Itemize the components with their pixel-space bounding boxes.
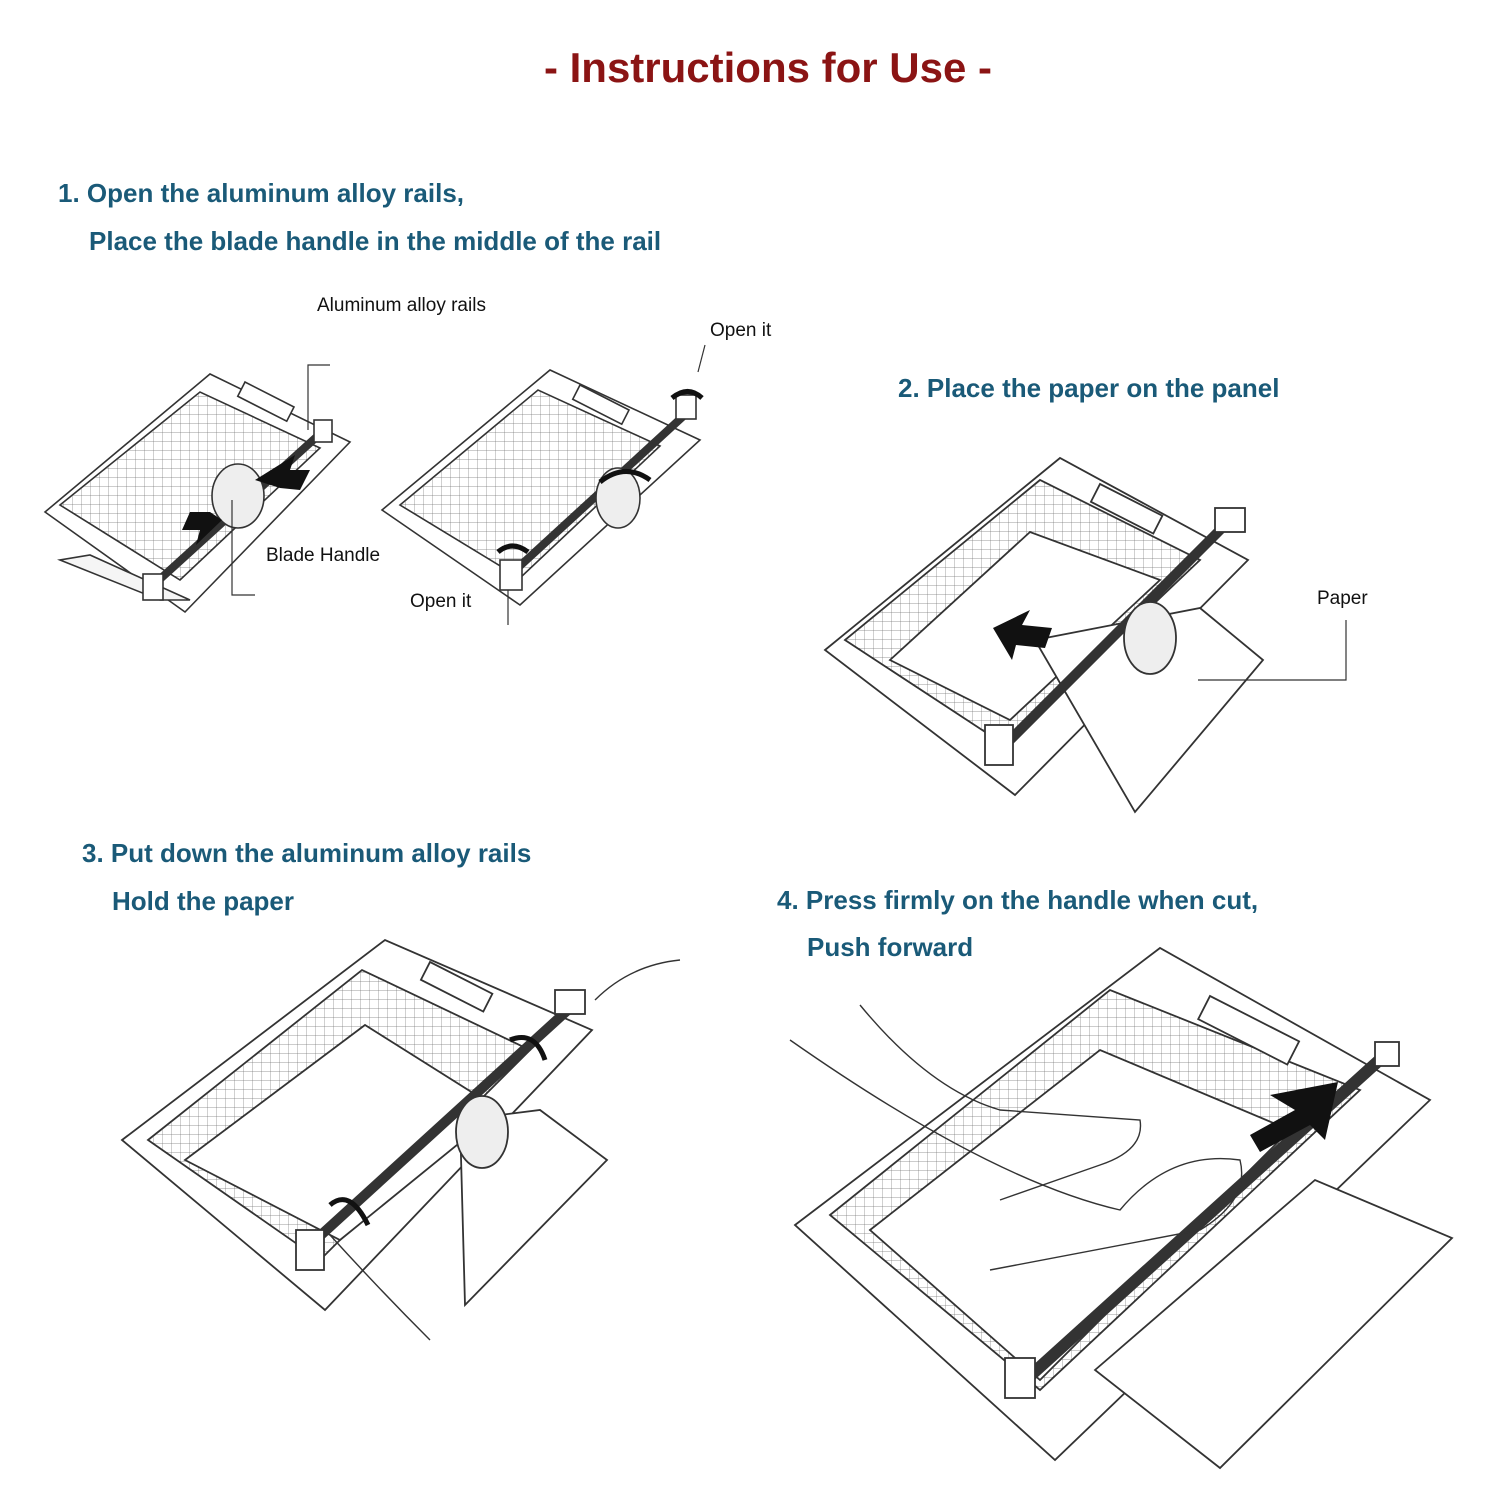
step-3-cutter bbox=[120, 938, 681, 1341]
rotate-arrow-bottom-icon bbox=[496, 543, 530, 555]
step-4-heading-line2: Push forward bbox=[807, 932, 974, 962]
rail-end-cap-bottom bbox=[499, 559, 523, 591]
blade-handle bbox=[595, 467, 641, 529]
rail-end-cap-bottom bbox=[295, 1229, 325, 1271]
cutter-grid bbox=[398, 389, 662, 580]
step-4-cutter bbox=[789, 946, 1454, 1470]
blade-handle bbox=[1123, 601, 1177, 675]
leader-open-top bbox=[697, 344, 706, 373]
step-2-cutter bbox=[823, 456, 1347, 814]
step-3-rotate-arrows bbox=[328, 1035, 548, 1227]
page-title: - Instructions for Use - bbox=[543, 44, 993, 91]
rail-end-cap-bottom bbox=[984, 724, 1014, 766]
callout-open-top: Open it bbox=[710, 320, 772, 341]
rail-end-cap-top bbox=[1374, 1041, 1400, 1067]
step-2-heading: 2. Place the paper on the panel bbox=[898, 373, 1280, 403]
step-3-heading-line2: Hold the paper bbox=[112, 886, 295, 916]
cutter-window bbox=[236, 380, 296, 423]
callout-paper: Paper bbox=[1317, 588, 1368, 609]
callout-blade-handle: Blade Handle bbox=[266, 545, 381, 566]
rotate-arrow-top-icon bbox=[509, 1035, 548, 1061]
cutter-grid bbox=[58, 391, 322, 582]
leader-blade bbox=[231, 500, 255, 596]
hand-top-outline bbox=[594, 959, 681, 1001]
rail-end-cap-top bbox=[675, 394, 697, 420]
cutter-window bbox=[1089, 482, 1164, 535]
cutter-window bbox=[419, 960, 494, 1013]
hand-bottom-outline bbox=[329, 1234, 431, 1341]
rotate-arrow-middle-icon bbox=[598, 469, 652, 485]
rail-end-cap-bottom bbox=[1004, 1357, 1036, 1399]
paper-sheet bbox=[1093, 1178, 1454, 1470]
step-1-heading-line1: 1. Open the aluminum alloy rails, bbox=[58, 178, 464, 208]
rail-end-cap-top bbox=[554, 989, 586, 1015]
hand-left-outline bbox=[859, 1004, 1142, 1201]
callout-open-bottom: Open it bbox=[410, 591, 472, 612]
step-1-heading-line2: Place the blade handle in the middle of … bbox=[89, 226, 662, 256]
cutter-window bbox=[1196, 994, 1301, 1066]
rotate-arrow-top-icon bbox=[670, 389, 704, 401]
arrow-down-left-icon bbox=[255, 455, 310, 490]
step-1-cutter-closed bbox=[43, 364, 352, 614]
push-arrow-icon bbox=[993, 610, 1052, 660]
callout-rails: Aluminum alloy rails bbox=[317, 295, 486, 316]
step-1-arrows bbox=[182, 455, 310, 545]
step-3-heading-line1: 3. Put down the aluminum alloy rails bbox=[82, 838, 532, 868]
step-1-cutter-open bbox=[380, 344, 706, 625]
cutter-window bbox=[571, 383, 631, 426]
blade-handle bbox=[455, 1095, 509, 1169]
arrow-up-right-icon bbox=[182, 512, 222, 545]
leader-paper bbox=[1198, 620, 1347, 681]
step-4-heading-line1: 4. Press firmly on the handle when cut, bbox=[777, 885, 1259, 915]
rail-end-cap-top bbox=[313, 419, 333, 443]
leader-rails bbox=[307, 364, 330, 430]
rail-end-cap-top bbox=[1214, 507, 1246, 533]
blade-handle bbox=[211, 463, 265, 529]
rail-end-cap-bottom bbox=[142, 573, 164, 601]
alloy-rail bbox=[996, 516, 1234, 754]
hand-right-outline bbox=[789, 1039, 1243, 1271]
push-forward-arrow-icon bbox=[1250, 1082, 1338, 1152]
rotate-arrow-bottom-icon bbox=[328, 1197, 371, 1227]
step-1-rotate-arrows bbox=[496, 389, 704, 555]
